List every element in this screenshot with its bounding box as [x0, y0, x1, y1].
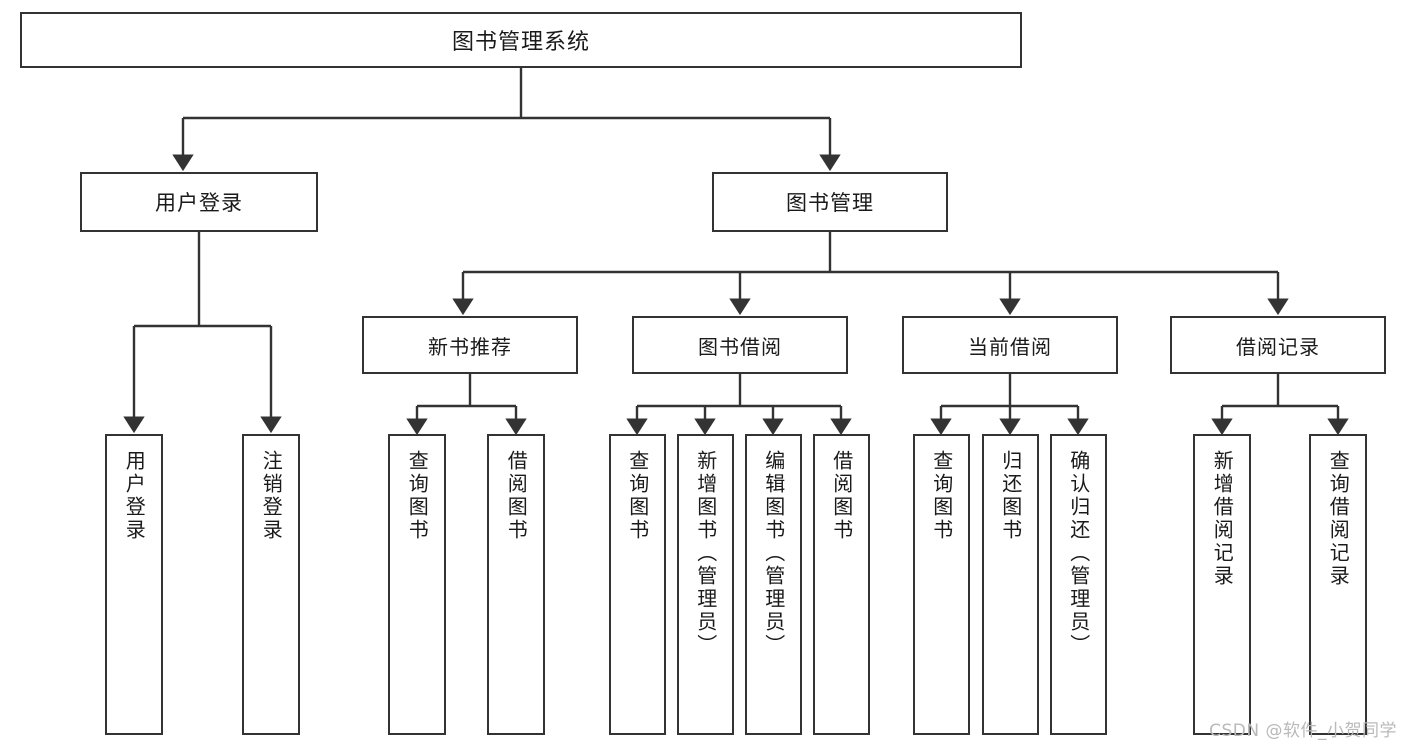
node-current-borrow-label: 当前借阅: [968, 334, 1052, 359]
node-borrow-record-label: 借阅记录: [1236, 334, 1320, 359]
leaf-borrow-edit-book-admin[interactable]: 编辑图书（管理员）: [745, 434, 802, 735]
leaf-record-query-record-label: 查询借阅记录: [1326, 450, 1351, 588]
leaf-recommend-query-book-label: 查询图书: [405, 450, 430, 542]
leaf-borrow-borrow-book[interactable]: 借阅图书: [813, 434, 870, 735]
leaf-borrow-edit-book-admin-label: 编辑图书（管理员）: [761, 450, 786, 657]
leaf-borrow-query-book[interactable]: 查询图书: [609, 434, 666, 735]
node-root[interactable]: 图书管理系统: [20, 12, 1022, 68]
leaf-logout-login[interactable]: 注销登录: [242, 434, 300, 735]
leaf-borrow-add-book-admin-label: 新增图书（管理员）: [693, 450, 718, 657]
node-book-management-label: 图书管理: [786, 191, 874, 215]
leaf-logout-login-label: 注销登录: [259, 450, 284, 542]
leaf-current-query-book-label: 查询图书: [929, 450, 954, 542]
leaf-borrow-query-book-label: 查询图书: [625, 450, 650, 542]
node-book-borrow-label: 图书借阅: [698, 334, 782, 359]
leaf-record-add-record-label: 新增借阅记录: [1210, 450, 1235, 588]
node-user-login[interactable]: 用户登录: [80, 172, 318, 232]
leaf-recommend-query-book[interactable]: 查询图书: [388, 434, 446, 735]
leaf-borrow-borrow-book-label: 借阅图书: [829, 450, 854, 542]
leaf-current-query-book[interactable]: 查询图书: [913, 434, 970, 735]
leaf-recommend-borrow-book-label: 借阅图书: [504, 450, 529, 542]
node-new-book-recommend[interactable]: 新书推荐: [362, 316, 578, 374]
leaf-recommend-borrow-book[interactable]: 借阅图书: [487, 434, 545, 735]
leaf-user-login[interactable]: 用户登录: [105, 434, 163, 735]
leaf-record-add-record[interactable]: 新增借阅记录: [1193, 434, 1251, 735]
node-root-label: 图书管理系统: [451, 30, 590, 55]
leaf-user-login-label: 用户登录: [122, 450, 147, 542]
leaf-current-return-book[interactable]: 归还图书: [982, 434, 1039, 735]
leaf-borrow-add-book-admin[interactable]: 新增图书（管理员）: [677, 434, 734, 735]
leaf-record-query-record[interactable]: 查询借阅记录: [1309, 434, 1367, 735]
node-book-borrow[interactable]: 图书借阅: [632, 316, 848, 374]
node-user-login-label: 用户登录: [155, 191, 243, 215]
leaf-current-confirm-return-admin-label: 确认归还（管理员）: [1066, 450, 1091, 657]
node-new-book-recommend-label: 新书推荐: [428, 334, 512, 359]
node-book-management[interactable]: 图书管理: [712, 172, 948, 232]
node-current-borrow[interactable]: 当前借阅: [902, 316, 1118, 374]
leaf-current-confirm-return-admin[interactable]: 确认归还（管理员）: [1050, 434, 1107, 735]
node-borrow-record[interactable]: 借阅记录: [1170, 316, 1386, 374]
leaf-current-return-book-label: 归还图书: [998, 450, 1023, 542]
